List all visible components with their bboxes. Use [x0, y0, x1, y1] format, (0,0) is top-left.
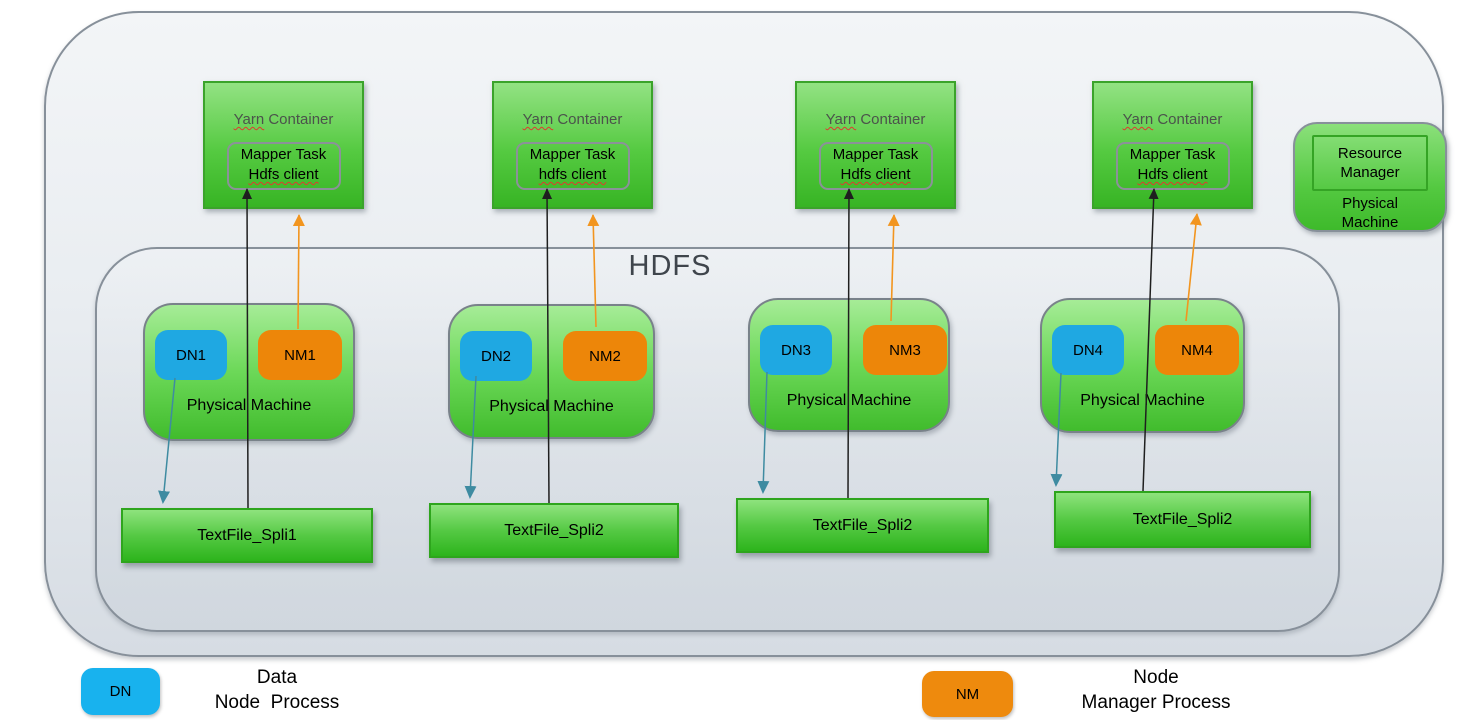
datanode-badge-4: DN4: [1052, 325, 1124, 375]
hdfs-client-label: Hdfs client: [1137, 166, 1208, 183]
resource-manager-box: Resource Manager: [1312, 135, 1428, 191]
hdfs-client-label: Hdfs client: [840, 166, 911, 183]
nodemanager-badge-1: NM1: [258, 330, 342, 380]
mapper-task-label: Mapper Task: [832, 146, 919, 163]
yarn-title-word: Yarn: [522, 111, 554, 128]
resource-manager-machine: Resource Manager Physical Machine: [1293, 122, 1447, 232]
physical-machine-1: DN1 NM1 Physical Machine: [143, 303, 355, 441]
legend-dn-text: Data Node Process: [157, 665, 397, 715]
yarn-container-2: Yarn Container Mapper Task hdfs client: [492, 81, 653, 209]
mapper-task-box-2: Mapper Task hdfs client: [515, 142, 630, 190]
datanode-badge-1: DN1: [155, 330, 227, 380]
hdfs-client-label: hdfs client: [538, 166, 607, 183]
legend-nm-text: Node Manager Process: [1026, 665, 1286, 715]
yarn-container-title: Yarn Container: [494, 83, 651, 129]
textfile-split-1: TextFile_Spli1: [121, 508, 373, 563]
hdfs-client-label: Hdfs client: [248, 166, 319, 183]
yarn-title-word: Yarn: [233, 111, 265, 128]
nodemanager-badge-2: NM2: [563, 331, 647, 381]
nodemanager-badge-3: NM3: [863, 325, 947, 375]
textfile-split-3: TextFile_Spli2: [736, 498, 989, 553]
mapper-task-box-1: Mapper Task Hdfs client: [226, 142, 341, 190]
legend-nm-line1: Node: [1133, 667, 1179, 688]
physical-machine-3: DN3 NM3 Physical Machine: [748, 298, 950, 432]
textfile-split-4: TextFile_Spli2: [1054, 491, 1311, 548]
yarn-title-rest: Container: [1157, 111, 1223, 128]
physical-machine-4: DN4 NM4 Physical Machine: [1040, 298, 1245, 433]
datanode-badge-2: DN2: [460, 331, 532, 381]
legend-dn-badge: DN: [81, 668, 160, 715]
legend-dn-line1: Data: [256, 667, 298, 688]
yarn-container-title: Yarn Container: [797, 83, 954, 129]
physical-machine-label: Physical Machine: [786, 392, 912, 409]
mapper-task-label: Mapper Task: [1129, 146, 1216, 163]
yarn-container-4: Yarn Container Mapper Task Hdfs client: [1092, 81, 1253, 209]
mapper-task-label: Mapper Task: [240, 146, 327, 163]
physical-machine-label: Physical Machine: [186, 397, 312, 414]
mapper-task-box-3: Mapper Task Hdfs client: [818, 142, 933, 190]
yarn-container-title: Yarn Container: [205, 83, 362, 129]
datanode-badge-3: DN3: [760, 325, 832, 375]
hdfs-title: HDFS: [628, 250, 712, 282]
legend-dn-line2: Node Process: [214, 692, 340, 713]
yarn-title-word: Yarn: [1122, 111, 1154, 128]
yarn-title-word: Yarn: [825, 111, 857, 128]
yarn-container-3: Yarn Container Mapper Task Hdfs client: [795, 81, 956, 209]
legend-nm-badge: NM: [922, 671, 1013, 717]
yarn-container-title: Yarn Container: [1094, 83, 1251, 129]
yarn-title-rest: Container: [860, 111, 926, 128]
textfile-split-2: TextFile_Spli2: [429, 503, 679, 558]
mapper-task-label: Mapper Task: [529, 146, 616, 163]
resource-manager-machine-label: Physical Machine: [1341, 195, 1399, 231]
physical-machine-2: DN2 NM2 Physical Machine: [448, 304, 655, 439]
yarn-title-rest: Container: [557, 111, 623, 128]
yarn-title-rest: Container: [268, 111, 334, 128]
nodemanager-badge-4: NM4: [1155, 325, 1239, 375]
physical-machine-label: Physical Machine: [489, 398, 614, 415]
mapper-task-box-4: Mapper Task Hdfs client: [1115, 142, 1230, 190]
physical-machine-label: Physical Machine: [1080, 392, 1205, 409]
yarn-container-1: Yarn Container Mapper Task Hdfs client: [203, 81, 364, 209]
legend-nm-line2: Manager Process: [1081, 692, 1231, 713]
